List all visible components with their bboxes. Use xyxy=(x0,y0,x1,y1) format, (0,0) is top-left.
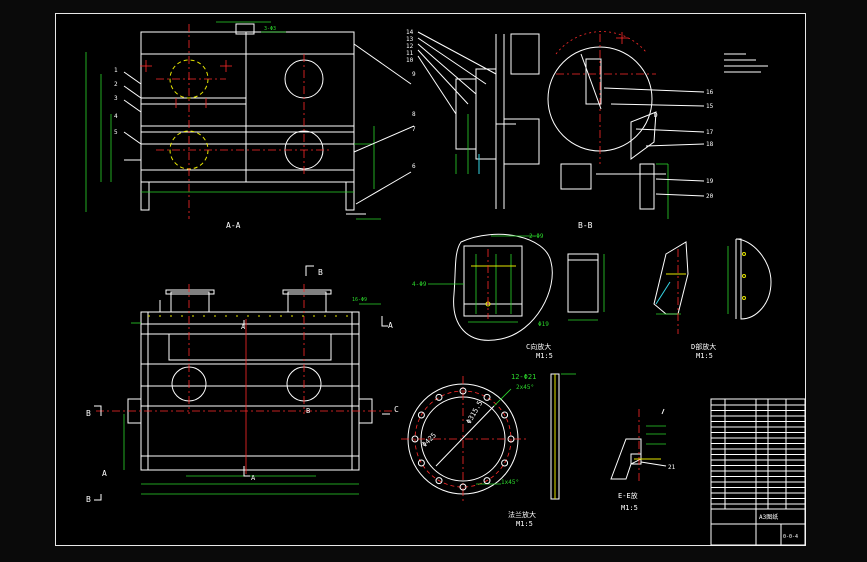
cad-drawing[interactable]: 1 2 3 4 5 6 7 8 9 A-A 3-Φ3 xyxy=(56,14,807,547)
annotation-phi19: Φ19 xyxy=(538,321,549,328)
callout-aa-3: 3 xyxy=(114,95,118,102)
bolt-hole xyxy=(459,483,467,491)
marker-a-right: A xyxy=(388,321,393,330)
annotation-chamfer-2x45: 2x45° xyxy=(516,384,534,391)
marker-b-inner: B xyxy=(306,407,310,415)
callout-bb-15: 15 xyxy=(706,103,714,110)
detail-e-view[interactable] xyxy=(610,408,667,484)
title-block[interactable] xyxy=(710,398,806,546)
callout-bb-17: 17 xyxy=(706,129,714,136)
view-label-flange: 法兰放大 xyxy=(508,510,536,519)
scale-label-d: M1:5 xyxy=(696,352,713,360)
annotation-4-phi9: 4-Φ9 xyxy=(412,281,427,288)
scale-label-flange: M1:5 xyxy=(516,520,533,528)
annotation-chamfer-1x45: 1x45° xyxy=(501,479,519,486)
flange-view[interactable] xyxy=(401,373,576,502)
callout-bb-12: 12 xyxy=(406,43,414,50)
annotation-phi425: Φ425 xyxy=(420,431,438,449)
callout-bb-16: 16 xyxy=(706,89,714,96)
scale-label-c: M1:5 xyxy=(536,352,553,360)
scale-label-e: M1:5 xyxy=(621,504,638,512)
annotation-2-phi9: 2-Φ9 xyxy=(529,233,544,240)
callout-bb-18: 18 xyxy=(706,141,714,148)
view-label-e: E-E放 xyxy=(618,491,638,500)
view-label-bb: B-B xyxy=(578,221,593,230)
bolt-hole xyxy=(501,459,509,467)
annotation-phi315: Φ315.5 xyxy=(465,399,485,425)
callout-aa-5: 5 xyxy=(114,129,118,136)
callout-ee-21: 21 xyxy=(668,464,676,471)
bolt-hole xyxy=(435,393,443,401)
callout-aa-1: 1 xyxy=(114,67,118,74)
bolt-hole xyxy=(507,435,515,443)
bolt-hole xyxy=(417,411,425,419)
marker-a-top: A xyxy=(241,323,246,331)
front-view[interactable] xyxy=(94,265,396,501)
callout-aa-4: 4 xyxy=(114,113,118,120)
marker-a-left: A xyxy=(102,469,107,478)
annotation-12-phi21: 12-Φ21 xyxy=(511,373,536,381)
callout-bb-14: 14 xyxy=(406,29,414,36)
marker-b-left: B xyxy=(86,409,91,418)
bolt-hole xyxy=(417,459,425,467)
parts-list-rows xyxy=(711,404,805,505)
bolt-hole xyxy=(435,477,443,485)
annotation-3-phi3: 3-Φ3 xyxy=(264,26,276,32)
marker-b-bottom: B xyxy=(86,495,91,504)
callout-aa-9: 9 xyxy=(412,71,416,78)
callout-bb-10: 10 xyxy=(406,57,414,64)
annotation-16-phi9: 16-Φ9 xyxy=(352,297,367,303)
bolt-hole xyxy=(411,435,419,443)
callout-aa-8: 8 xyxy=(412,111,416,118)
view-label-d: D部放大 xyxy=(691,342,716,351)
section-bb-view[interactable] xyxy=(417,31,768,219)
detail-d-view[interactable] xyxy=(653,238,772,334)
section-aa-view[interactable] xyxy=(85,21,415,220)
marker-c: C xyxy=(394,405,399,414)
view-label-c: C向放大 xyxy=(526,342,551,351)
callout-bb-13: 13 xyxy=(406,36,414,43)
callout-bb-11: 11 xyxy=(406,50,414,57)
marker-d: D xyxy=(654,112,658,119)
marker-b-top: B xyxy=(318,268,323,277)
callout-aa-7: 7 xyxy=(412,126,416,133)
bolt-hole xyxy=(483,477,491,485)
detail-c-view[interactable] xyxy=(428,233,553,341)
bolt-hole xyxy=(459,387,467,395)
view-label-aa: A-A xyxy=(226,221,241,230)
callout-aa-2: 2 xyxy=(114,81,118,88)
bolt-hole xyxy=(501,411,509,419)
drawing-name: A3图纸 xyxy=(759,513,778,521)
drawing-sheet: 1 2 3 4 5 6 7 8 9 A-A 3-Φ3 xyxy=(55,13,806,546)
callout-bb-19: 19 xyxy=(706,178,714,185)
bolt-hole xyxy=(483,393,491,401)
marker-a-bottom: A xyxy=(251,474,256,482)
plate-view[interactable] xyxy=(567,253,605,321)
callout-bb-20: 20 xyxy=(706,193,714,200)
drawing-number: 0-0-4 xyxy=(783,534,798,540)
flange-bolt-holes xyxy=(411,387,515,491)
callout-aa-6: 6 xyxy=(412,163,416,170)
